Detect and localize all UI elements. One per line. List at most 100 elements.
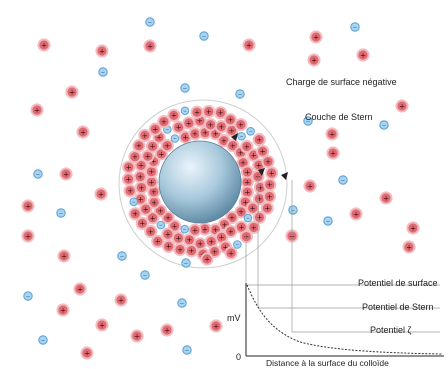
anion-icon: −	[303, 116, 313, 126]
cation-icon: +	[151, 234, 165, 248]
svg-text:+: +	[399, 102, 405, 110]
svg-text:+: +	[151, 199, 157, 207]
cation-icon: +	[202, 104, 216, 119]
svg-text:+: +	[177, 246, 183, 254]
svg-text:+: +	[151, 188, 157, 196]
svg-text:+: +	[251, 224, 257, 232]
svg-text:+: +	[136, 142, 142, 150]
cation-icon: +	[144, 165, 159, 179]
anion-icon: −	[177, 298, 187, 308]
cation-icon: +	[143, 39, 157, 53]
anion-icon: −	[237, 131, 246, 141]
svg-text:+: +	[243, 233, 249, 241]
anion-icon: −	[199, 31, 209, 41]
svg-text:+: +	[126, 175, 132, 183]
svg-text:−: −	[59, 211, 63, 217]
origin-label: 0	[236, 352, 242, 362]
svg-text:+: +	[98, 190, 104, 198]
colloid-particle	[158, 140, 242, 224]
svg-text:+: +	[228, 249, 234, 257]
svg-text:−: −	[165, 128, 169, 133]
svg-text:+: +	[221, 137, 227, 145]
svg-text:+: +	[244, 143, 250, 151]
anion-icon: −	[33, 169, 43, 179]
svg-text:−: −	[382, 123, 386, 129]
svg-text:+: +	[176, 234, 182, 242]
arrow-2	[258, 168, 265, 176]
svg-text:+: +	[164, 142, 170, 150]
cation-icon: +	[162, 239, 176, 253]
cation-icon: +	[265, 166, 279, 180]
svg-text:+: +	[208, 121, 214, 129]
cation-icon: +	[325, 127, 339, 141]
cation-icon: +	[30, 103, 44, 117]
cation-icon: +	[262, 189, 277, 204]
anion-icon: −	[233, 240, 242, 249]
cation-icon: +	[122, 160, 136, 174]
svg-text:−: −	[202, 34, 206, 40]
cation-icon: +	[128, 150, 142, 164]
label-zeta-potential: Potentiel ζ	[370, 325, 412, 335]
svg-text:+: +	[238, 121, 244, 129]
anion-icon: −	[38, 335, 48, 345]
svg-text:+: +	[251, 151, 257, 159]
svg-text:+: +	[202, 129, 208, 137]
cation-icon: +	[203, 118, 218, 132]
cation-icon: +	[160, 323, 174, 337]
cation-icon: +	[37, 38, 51, 52]
svg-text:+: +	[166, 243, 172, 251]
label-stern-layer: Couche de Stern	[305, 112, 373, 122]
svg-text:+: +	[218, 109, 224, 117]
x-axis-label: Distance à la surface du colloïde	[266, 358, 389, 368]
svg-text:+: +	[182, 133, 188, 141]
svg-text:+: +	[149, 168, 155, 176]
cation-icon: +	[133, 170, 147, 184]
svg-text:+: +	[329, 130, 335, 138]
svg-text:+: +	[311, 56, 317, 64]
free-ions-layer: −+++−++−++−−++−++−−++−++−++−++−++−+++−−+…	[21, 17, 420, 360]
svg-text:+: +	[219, 234, 225, 242]
svg-text:−: −	[148, 20, 152, 26]
cation-icon: +	[76, 125, 90, 139]
svg-text:+: +	[256, 161, 262, 169]
anion-icon: −	[181, 258, 191, 268]
svg-text:−: −	[240, 135, 244, 140]
svg-text:−: −	[183, 109, 187, 114]
svg-text:+: +	[155, 238, 161, 246]
cation-icon: +	[21, 199, 35, 213]
svg-text:+: +	[60, 306, 66, 314]
cation-icon: +	[213, 106, 228, 120]
svg-text:+: +	[330, 149, 336, 157]
cation-icon: +	[309, 30, 323, 44]
cation-icon: +	[223, 113, 237, 127]
svg-text:+: +	[223, 243, 229, 251]
cation-icon: +	[65, 85, 79, 99]
anion-icon: −	[117, 251, 127, 261]
svg-text:+: +	[212, 248, 218, 256]
potential-decay-curve	[246, 284, 444, 355]
leader-lines	[245, 175, 440, 333]
cation-icon: +	[132, 139, 146, 153]
svg-text:−: −	[173, 137, 177, 142]
svg-text:+: +	[242, 199, 248, 207]
cation-icon: +	[121, 172, 136, 186]
svg-text:−: −	[36, 172, 40, 178]
label-surface-charge: Charge de surface négative	[286, 77, 397, 87]
cation-icon: +	[234, 118, 248, 132]
svg-text:+: +	[172, 222, 178, 230]
anion-icon: −	[180, 106, 190, 116]
anion-icon: −	[182, 345, 192, 355]
svg-text:−: −	[184, 261, 188, 267]
cation-icon: +	[256, 144, 270, 158]
svg-text:+: +	[149, 178, 155, 186]
anion-icon: −	[235, 89, 245, 99]
cation-icon: +	[242, 38, 256, 52]
svg-text:+: +	[156, 134, 162, 142]
svg-text:+: +	[229, 214, 235, 222]
cation-icon: +	[160, 139, 174, 153]
svg-text:+: +	[34, 106, 40, 114]
cation-icon: +	[247, 220, 261, 235]
cation-icon: +	[114, 293, 128, 307]
svg-text:+: +	[229, 127, 235, 135]
svg-text:−: −	[180, 301, 184, 307]
